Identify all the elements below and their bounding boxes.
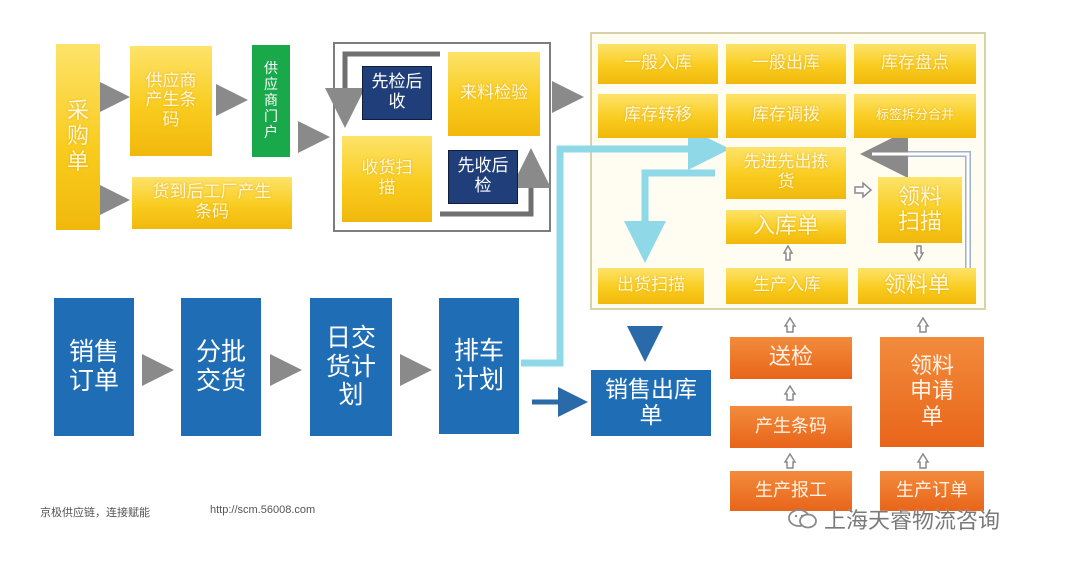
node-material-request-label: 领料申请单 — [909, 354, 954, 430]
node-arrival-barcode: 货到后工厂产生条码 — [132, 177, 292, 229]
node-daily-delivery-plan-label: 日交货计划 — [325, 322, 376, 410]
arrow-receive-first — [440, 148, 551, 217]
node-stock-count: 库存盘点 — [854, 44, 976, 84]
arrow-fifo-to-outbound-scan — [624, 169, 715, 263]
node-general-inbound-label: 一般入库 — [624, 53, 692, 74]
node-truck-schedule-label: 排车计划 — [453, 336, 504, 394]
node-inbound-doc: 入库单 — [726, 210, 846, 244]
node-supplier-barcode: 供应商产生条码 — [130, 46, 212, 156]
arrow-truck-to-fifo — [521, 128, 730, 367]
node-material-scan-label: 领料扫描 — [897, 184, 942, 235]
node-sales-outbound: 销售出库单 — [591, 370, 711, 436]
node-material-request: 领料申请单 — [880, 337, 984, 447]
node-sales-outbound-label: 销售出库单 — [605, 376, 697, 429]
node-stock-adjust: 库存调拨 — [726, 94, 846, 138]
node-fifo-picking-label: 先进先出拣货 — [743, 152, 829, 192]
node-arrival-barcode-label: 货到后工厂产生条码 — [152, 182, 272, 222]
node-supplier-barcode-label: 供应商产生条码 — [145, 70, 197, 130]
node-purchase-order: 采购单 — [56, 44, 100, 230]
node-outbound-scan-label: 出货扫描 — [617, 275, 685, 296]
node-batch-delivery-label: 分批交货 — [195, 337, 246, 395]
node-general-outbound: 一般出库 — [726, 44, 846, 84]
node-outbound-scan: 出货扫描 — [598, 268, 704, 304]
node-general-outbound-label: 一般出库 — [752, 53, 820, 74]
arrow-inspect-first — [325, 51, 440, 128]
node-production-report: 生产报工 — [730, 471, 852, 511]
node-send-inspection: 送检 — [730, 337, 852, 379]
node-material-doc-label: 领料单 — [883, 273, 950, 299]
watermark-text: 上海天睿物流咨询 — [824, 509, 1001, 534]
node-incoming-inspection-label: 来料检验 — [460, 83, 528, 104]
node-purchase-order-label: 采购单 — [66, 99, 89, 175]
node-barcode-split-merge: 标签拆分合并 — [854, 94, 976, 138]
node-barcode-split-merge-label: 标签拆分合并 — [875, 107, 954, 123]
node-generate-barcode-label: 产生条码 — [755, 415, 827, 437]
node-material-scan: 领料扫描 — [878, 177, 962, 243]
node-supplier-portal: 供应商门户 — [252, 45, 290, 157]
node-sales-order: 销售订单 — [54, 298, 134, 436]
node-fifo-picking: 先进先出拣货 — [726, 147, 846, 199]
node-production-order: 生产订单 — [880, 471, 984, 511]
node-stock-transfer: 库存转移 — [598, 94, 718, 138]
node-material-doc: 领料单 — [858, 268, 976, 304]
node-stock-count-label: 库存盘点 — [881, 53, 949, 74]
small-arrows — [782, 181, 930, 469]
node-send-inspection-label: 送检 — [768, 345, 813, 371]
footer-url: http://scm.56008.com — [210, 504, 316, 516]
node-general-inbound: 一般入库 — [598, 44, 718, 84]
node-inspect-then-receive: 先检后收 — [362, 66, 432, 120]
node-daily-delivery-plan: 日交货计划 — [310, 298, 392, 436]
node-inspect-then-receive-label: 先检后收 — [371, 72, 423, 112]
node-supplier-portal-label: 供应商门户 — [264, 60, 278, 142]
node-production-order-label: 生产订单 — [896, 479, 968, 501]
node-sales-order-label: 销售订单 — [68, 337, 119, 395]
wechat-icon — [788, 508, 818, 530]
node-truck-schedule: 排车计划 — [439, 298, 519, 434]
node-receive-scan: 收货扫描 — [342, 136, 432, 222]
node-receive-then-inspect-label: 先收后检 — [457, 156, 509, 196]
node-stock-adjust-label: 库存调拨 — [752, 105, 820, 126]
receiving-frame — [333, 42, 551, 232]
footer-slogan: 京极供应链，连接赋能 — [40, 507, 150, 519]
watermark: 上海天睿物流咨询 — [788, 503, 1000, 535]
node-inbound-doc-label: 入库单 — [752, 214, 819, 240]
node-incoming-inspection: 来料检验 — [448, 52, 540, 136]
node-receive-then-inspect: 先收后检 — [448, 150, 518, 204]
node-stock-transfer-label: 库存转移 — [624, 105, 692, 126]
node-generate-barcode: 产生条码 — [730, 406, 852, 448]
node-batch-delivery: 分批交货 — [181, 298, 261, 436]
node-receive-scan-label: 收货扫描 — [361, 158, 413, 198]
node-production-inbound: 生产入库 — [726, 268, 848, 304]
node-production-inbound-label: 生产入库 — [753, 275, 821, 296]
node-production-report-label: 生产报工 — [755, 479, 827, 501]
